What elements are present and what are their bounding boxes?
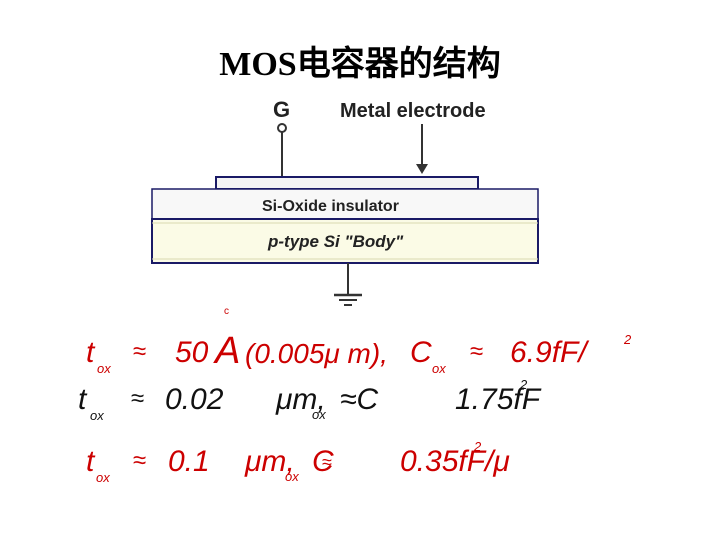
row2-approx: ≈ — [131, 385, 145, 412]
row2-approxC: ≈C — [340, 383, 379, 416]
row3-ox: ox — [96, 470, 110, 485]
row1-approx2: ≈ — [470, 338, 484, 365]
row2-val: 0.02 — [165, 383, 224, 416]
row1-C: C — [410, 336, 432, 369]
row2-sup: 2 — [520, 377, 528, 392]
stray-mark: c — [224, 306, 229, 317]
mos-structure-svg — [151, 123, 539, 306]
oxide-label: Si-Oxide insulator — [262, 198, 399, 215]
metal-electrode-layer — [215, 176, 479, 190]
row3-val: 0.1 — [168, 445, 210, 478]
oxide-layer — [151, 188, 539, 220]
row1-cval: 6.9fF/ — [510, 336, 587, 369]
row3-t: t — [86, 445, 95, 478]
row3-um: μm, — [245, 445, 295, 478]
row3-C: C — [312, 445, 334, 478]
row2-ox: ox — [90, 408, 104, 423]
row1-val: 50 — [175, 336, 209, 369]
row3-ox-small: ox — [285, 469, 299, 484]
row3-approx: ≈ — [133, 447, 147, 474]
metal-pointer-arrowhead-icon — [416, 164, 428, 174]
row1-t: t — [86, 336, 95, 369]
gate-terminal-icon — [277, 123, 287, 133]
row1-sup: 2 — [624, 332, 632, 347]
gate-label: G — [273, 97, 291, 122]
row2-t: t — [78, 383, 87, 416]
row1-approx: ≈ — [133, 338, 147, 365]
row3-approxC: ≈ — [322, 452, 332, 472]
row1-A: A — [215, 330, 241, 372]
row3-cval: 0.35fF/μ — [400, 445, 510, 478]
row3-sup: 2 — [474, 439, 482, 454]
row2-cval: 1.75fF — [455, 383, 541, 416]
row1-ox2: ox — [432, 361, 446, 376]
body-label: p-type Si "Body" — [268, 232, 404, 251]
row2-um: μm, — [276, 383, 326, 416]
row2-ox-small: ox — [312, 407, 326, 422]
row1-ox: ox — [97, 361, 111, 376]
row1-rest: (0.005μ m), — [245, 338, 388, 369]
mos-structure-diagram: G Metal electrode Si-Oxide insulator p-t… — [150, 92, 540, 312]
page-title: MOS电容器的结构 — [219, 46, 501, 83]
body-layer — [151, 218, 539, 264]
metal-electrode-label: Metal electrode — [340, 100, 486, 122]
